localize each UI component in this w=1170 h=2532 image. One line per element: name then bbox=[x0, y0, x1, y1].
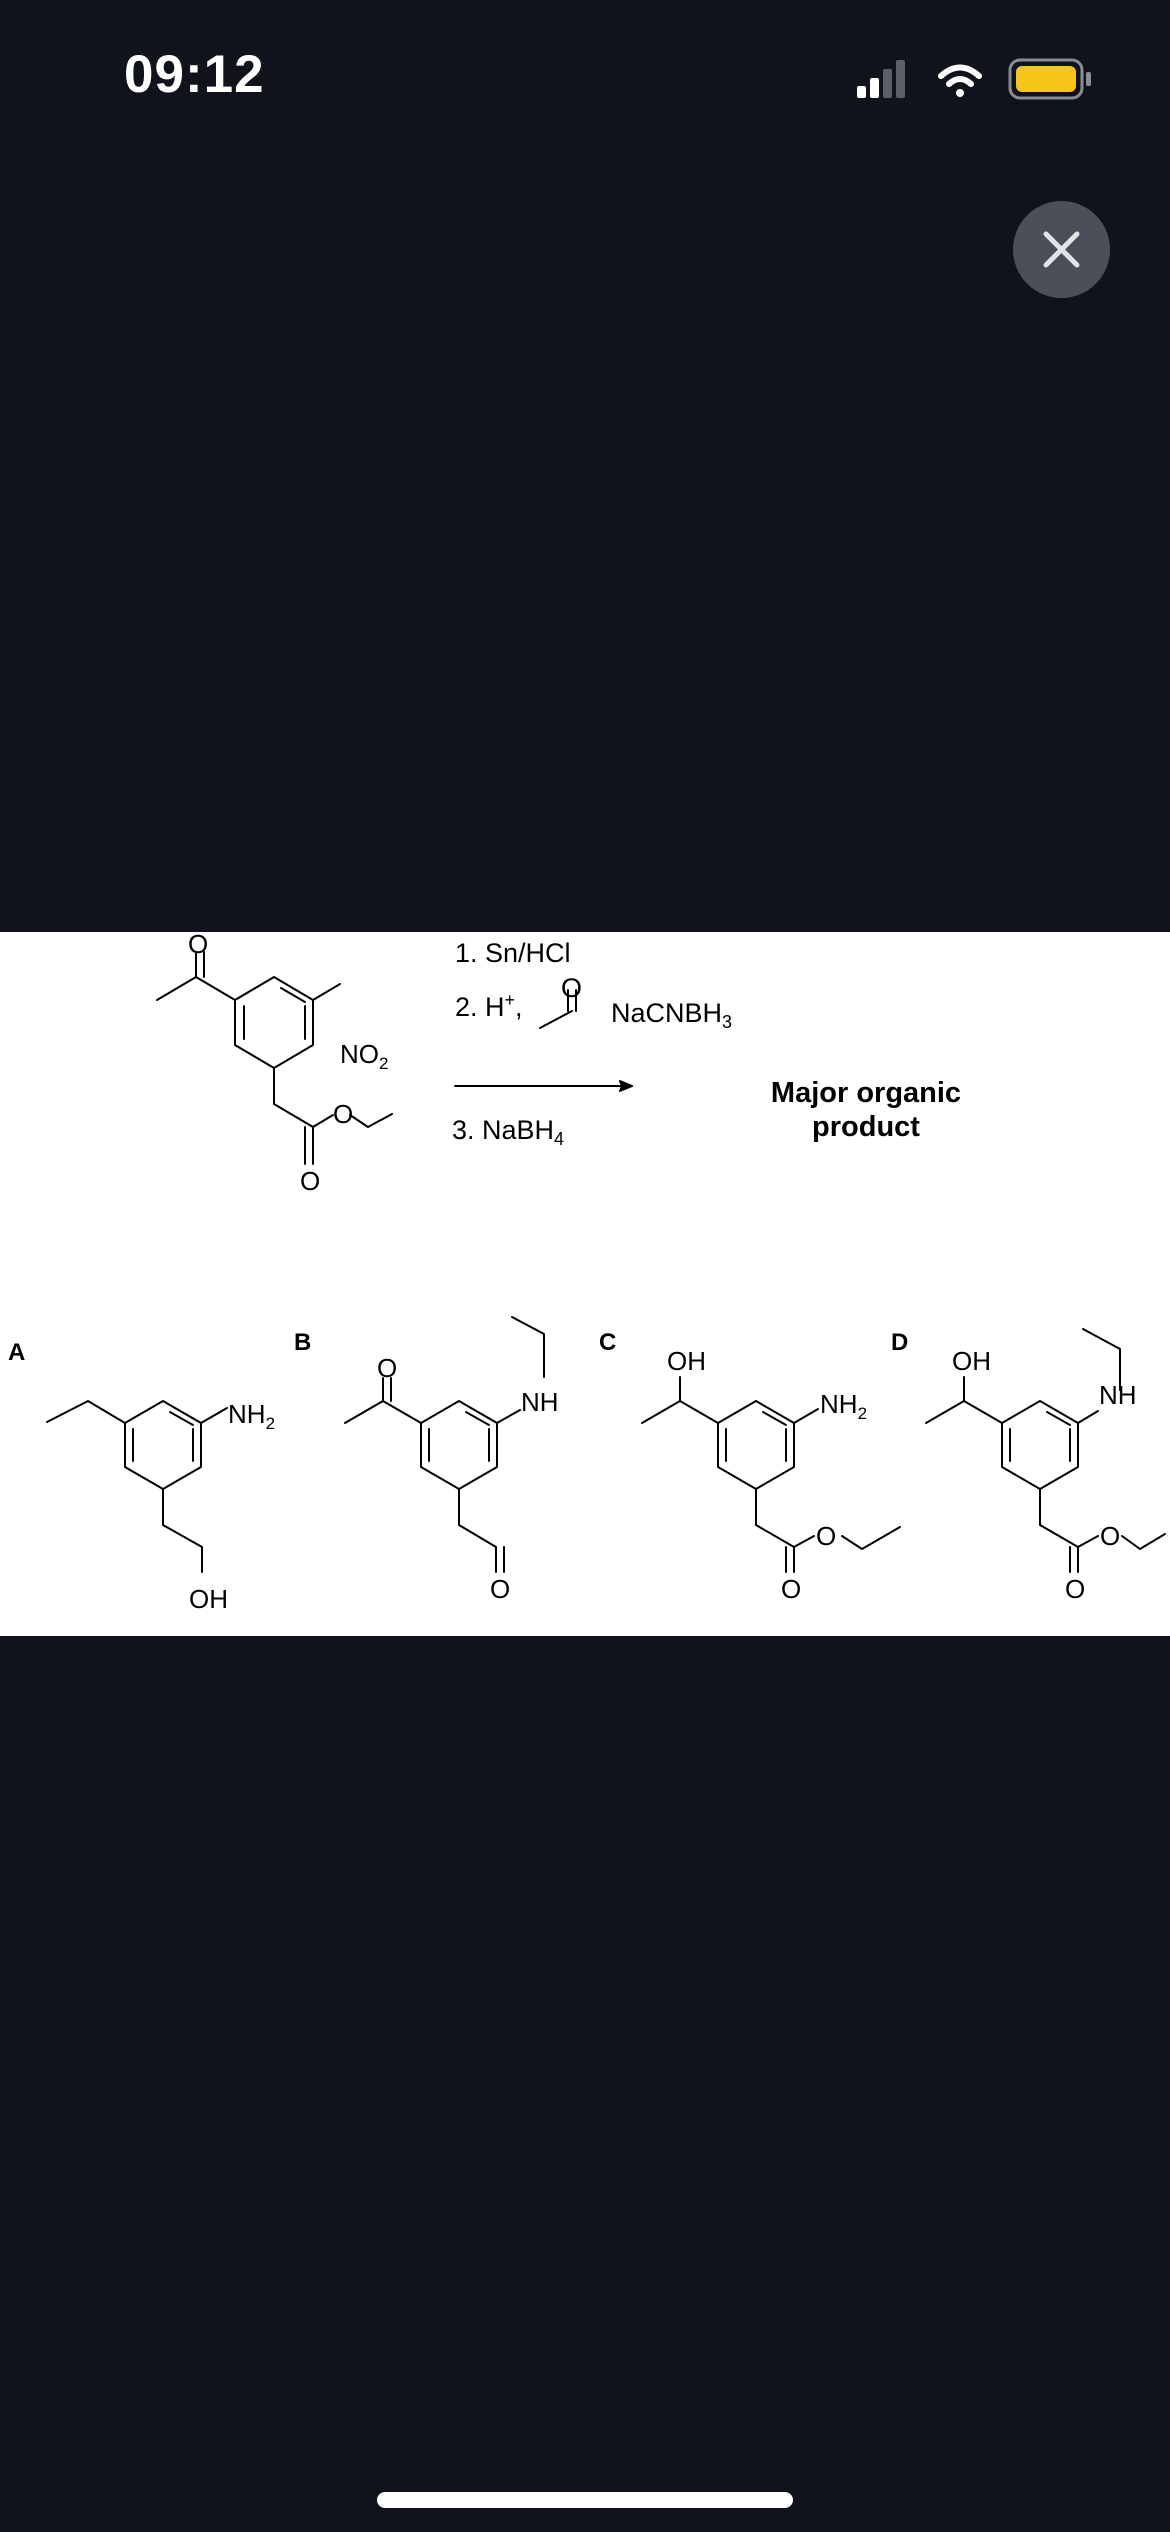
close-button[interactable] bbox=[1013, 201, 1110, 298]
option-a-label: A bbox=[8, 1339, 25, 1366]
status-bar: 09:12 bbox=[0, 0, 1170, 150]
option-c-ester-oxygen: O bbox=[816, 1521, 836, 1551]
start-ketone-oxygen: O bbox=[188, 932, 208, 959]
option-d-structure bbox=[925, 1328, 1166, 1573]
option-d-label: D bbox=[891, 1329, 908, 1356]
battery-icon bbox=[1008, 58, 1091, 100]
option-b-structure bbox=[344, 1316, 545, 1573]
option-d-nh: NH bbox=[1099, 1380, 1137, 1410]
step-2-prefix: 2. H+, bbox=[455, 990, 523, 1022]
status-icons bbox=[857, 58, 1091, 100]
starting-material-structure bbox=[156, 951, 393, 1165]
cellular-signal-icon bbox=[857, 60, 905, 98]
acetaldehyde-structure bbox=[539, 989, 577, 1029]
start-no2: NO2 bbox=[340, 1039, 388, 1073]
option-b-ketone-oxygen: O bbox=[377, 1353, 397, 1383]
option-c-structure bbox=[641, 1376, 901, 1573]
reaction-scheme: 1. Sn/HCl 2. H+, O NaCNBH3 3. NaBH4 Majo… bbox=[8, 932, 1166, 1614]
step-1: 1. Sn/HCl bbox=[455, 938, 571, 968]
home-indicator[interactable] bbox=[377, 2492, 793, 2508]
option-d-ester-oxygen: O bbox=[1100, 1521, 1120, 1551]
start-carbonyl-oxygen: O bbox=[300, 1166, 320, 1196]
option-c-oh: OH bbox=[667, 1346, 706, 1376]
reaction-arrow bbox=[454, 1080, 633, 1092]
product-line-2: product bbox=[812, 1111, 920, 1143]
option-b-nh: NH bbox=[521, 1387, 559, 1417]
option-c-label: C bbox=[599, 1329, 616, 1356]
step-3: 3. NaBH4 bbox=[452, 1115, 564, 1149]
option-d-carbonyl-oxygen: O bbox=[1065, 1574, 1085, 1604]
status-time: 09:12 bbox=[124, 45, 265, 104]
product-line-1: Major organic bbox=[771, 1077, 961, 1109]
option-c-nh2: NH2 bbox=[820, 1389, 867, 1423]
question-image: 1. Sn/HCl 2. H+, O NaCNBH3 3. NaBH4 Majo… bbox=[0, 932, 1170, 1636]
option-b-label: B bbox=[294, 1329, 311, 1356]
option-c-carbonyl-oxygen: O bbox=[781, 1574, 801, 1604]
option-d-oh: OH bbox=[952, 1346, 991, 1376]
option-b-aldehyde-oxygen: O bbox=[490, 1574, 510, 1604]
option-a-nh2: NH2 bbox=[228, 1399, 275, 1433]
acetaldehyde-oxygen: O bbox=[561, 973, 582, 1003]
option-a-oh: OH bbox=[189, 1584, 228, 1614]
start-ester-oxygen: O bbox=[333, 1099, 353, 1129]
step-2-reagent: NaCNBH3 bbox=[611, 998, 732, 1032]
wifi-icon bbox=[938, 64, 982, 97]
close-icon[interactable] bbox=[1013, 201, 1110, 298]
option-a-structure bbox=[46, 1400, 228, 1573]
